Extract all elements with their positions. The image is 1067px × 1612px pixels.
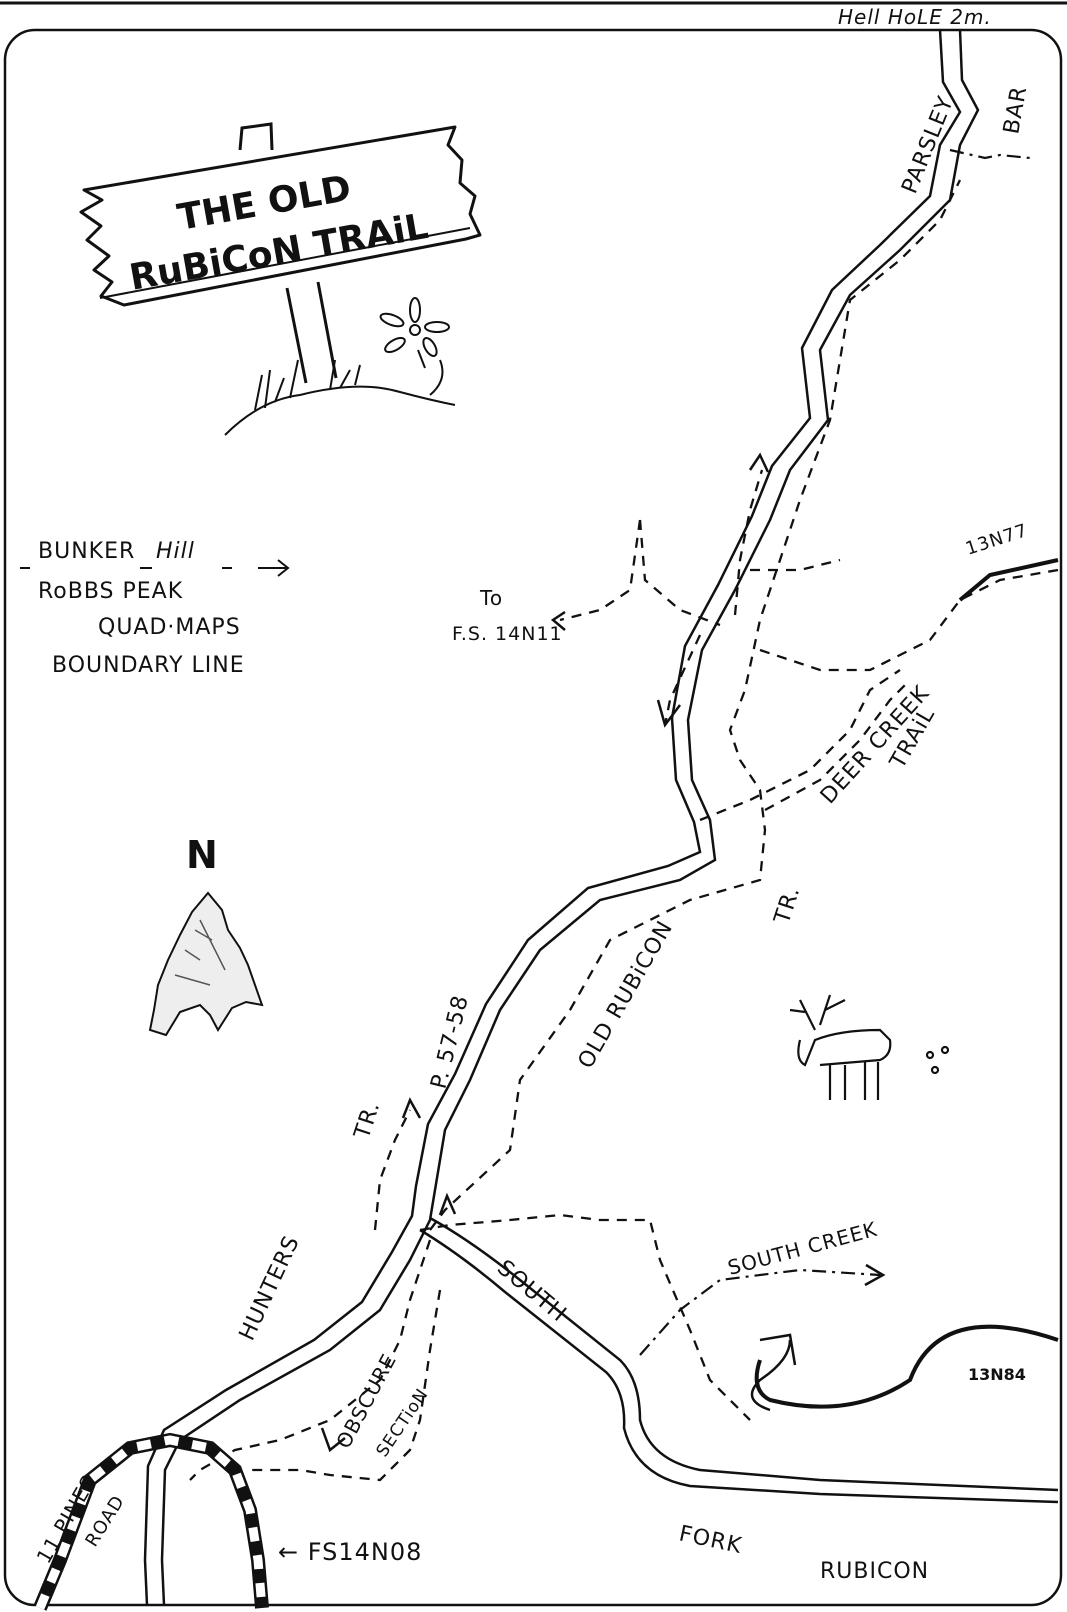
label-13n84: 13N84 [968, 1365, 1026, 1384]
label-p-57-58: P. 57-58 [427, 992, 474, 1091]
road-13n77 [958, 558, 1059, 602]
deer-icon [789, 994, 950, 1100]
compass: N [148, 833, 264, 1037]
label-rubicon: RUBICON [820, 1559, 929, 1584]
label-13n77: 13N77 [963, 520, 1031, 560]
label-fork: FORK [677, 1521, 744, 1559]
eleven-pines-road [33, 1432, 269, 1611]
rubicon-river [143, 29, 1059, 1606]
legend-robbs: RoBBS PEAK [38, 579, 183, 604]
label-bar: BAR [999, 84, 1032, 136]
hell-hole-note: Hell HoLE 2m. [838, 5, 992, 29]
label-tr-hunters: TR. [350, 1098, 386, 1143]
legend-hill: Hill [156, 539, 195, 564]
legend-bunker: BUNKER [38, 539, 135, 564]
label-old-rubicon: OLD RUBiCON [574, 917, 679, 1073]
trail-sign: THE OLD RuBiCoN TRAiL [79, 122, 482, 384]
label-to: To [479, 586, 503, 610]
parsley-bar-boundary [949, 148, 1031, 160]
legend: BUNKER Hill RoBBS PEAK QUAD·MAPS BOUNDAR… [20, 539, 290, 678]
compass-north-label: N [186, 833, 218, 877]
road-13n84 [754, 1324, 1059, 1409]
arrowhead-icon [148, 891, 264, 1037]
label-south-creek: SOUTH CREEK [725, 1217, 880, 1280]
map-frame [3, 28, 1063, 1607]
label-hunters: HUNTERS [235, 1232, 305, 1345]
label-fs-14n11: F.S. 14N11 [452, 623, 563, 645]
label-fs-14n08: ← FS14N08 [278, 1538, 422, 1566]
legend-quad: QUAD·MAPS [98, 615, 241, 640]
trail-arrows [320, 452, 886, 1453]
dashed-trails [189, 179, 1059, 1482]
south-creek-line [639, 1268, 881, 1356]
label-parsley: PARSLEY [897, 93, 959, 198]
flower-icon [379, 297, 450, 396]
legend-boundary: BOUNDARY LINE [52, 653, 245, 678]
label-tr-upper: TR. [770, 883, 806, 928]
grass-mound [224, 359, 456, 436]
